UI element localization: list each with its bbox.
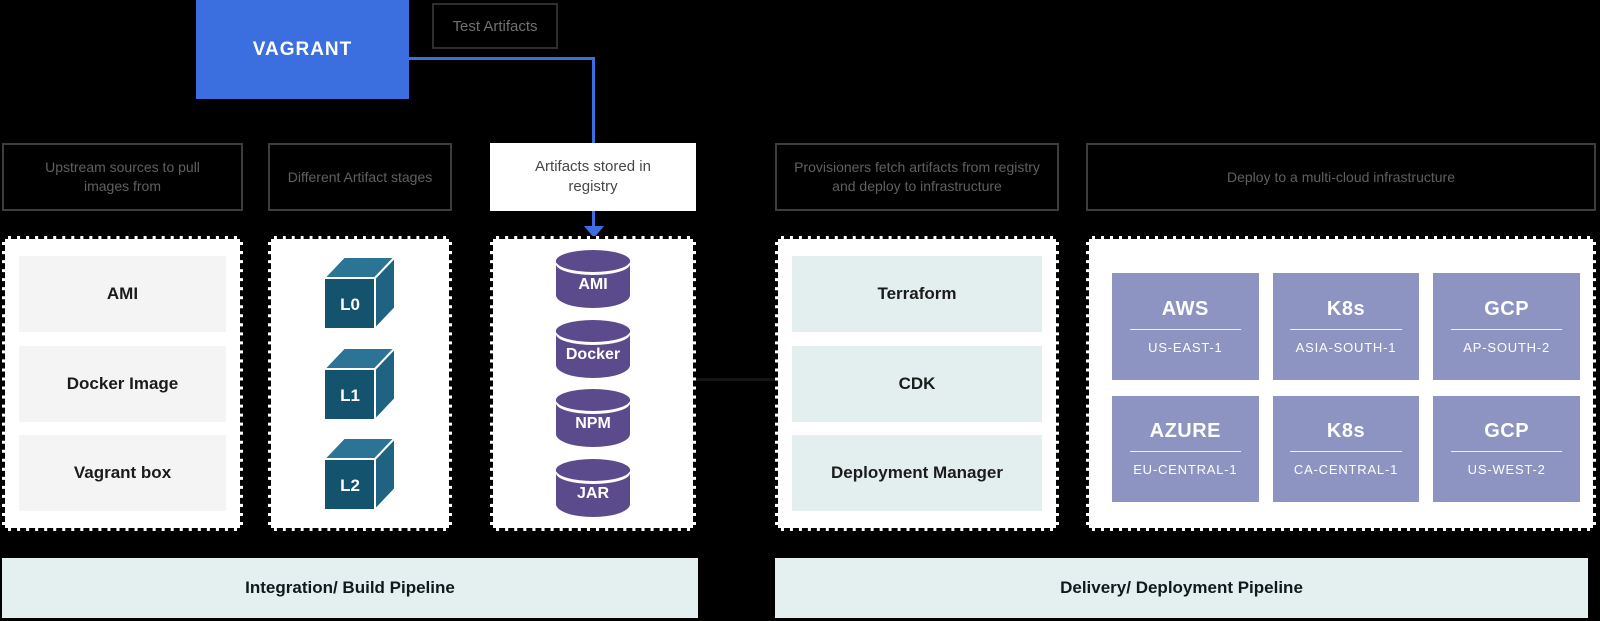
cloud-name: AZURE	[1149, 420, 1222, 443]
cube-l2-icon: L2	[324, 437, 396, 512]
cloud-region: US-EAST-1	[1148, 339, 1223, 355]
label-text: Different Artifact stages	[287, 168, 433, 185]
cloud-region: EU-CENTRAL-1	[1133, 462, 1238, 478]
cloud-name: GCP	[1484, 420, 1530, 443]
provisioner-item-deployment-manager: Deployment Manager	[792, 435, 1042, 511]
upstream-item-ami: AMI	[19, 256, 226, 332]
cube-l0-label: L0	[340, 295, 360, 314]
artifact-stages-box: L0 L1 L2	[268, 236, 452, 531]
connector-vertical-line-2	[592, 211, 595, 226]
provisioner-item-terraform: Terraform	[792, 256, 1042, 332]
cloud-tile-k8s-ca: K8s CA-CENTRAL-1	[1272, 395, 1420, 502]
cube-l0-icon: L0	[324, 255, 396, 330]
cylinder-top	[556, 319, 630, 342]
registry-item-ami: AMI	[578, 276, 608, 294]
multicloud-box: AWS US-EAST-1 K8s ASIA-SOUTH-1 GCP AP-SO…	[1086, 236, 1596, 531]
cube-l1-icon: L1	[324, 346, 396, 421]
upstream-sources-box: AMI Docker Image Vagrant box	[2, 236, 243, 531]
database-cylinder-ami-icon: AMI	[556, 250, 630, 309]
arrow-down-icon	[584, 226, 604, 238]
label-text: Artifacts stored in registry	[535, 157, 651, 195]
database-cylinder-jar-icon: JAR	[556, 458, 630, 517]
label-artifacts-registry: Artifacts stored in registry	[490, 143, 696, 211]
cloud-tile-k8s-asia: K8s ASIA-SOUTH-1	[1272, 273, 1420, 380]
cloud-region: US-WEST-2	[1467, 462, 1546, 478]
pipeline-connector-line	[696, 378, 775, 381]
cylinder-top	[556, 389, 630, 412]
cube-l2-label: L2	[340, 476, 360, 495]
cloud-tile-azure: AZURE EU-CENTRAL-1	[1112, 395, 1259, 502]
provisioner-item-cdk: CDK	[792, 345, 1042, 422]
cloud-name: K8s	[1326, 297, 1366, 320]
registry-item-docker: Docker	[565, 345, 621, 363]
database-cylinder-npm-icon: NPM	[556, 389, 630, 448]
cloud-name: GCP	[1484, 297, 1530, 320]
cloud-name: AWS	[1161, 297, 1209, 320]
cloud-tile-aws: AWS US-EAST-1	[1112, 273, 1259, 380]
tile-divider	[1290, 328, 1402, 330]
registry-item-npm: NPM	[575, 415, 611, 433]
upstream-item-docker-image: Docker Image	[19, 345, 226, 422]
cloud-tile-gcp-us: GCP US-WEST-2	[1433, 395, 1580, 502]
tile-divider	[1290, 451, 1402, 453]
integration-build-pipeline-banner: Integration/ Build Pipeline	[2, 558, 698, 618]
connector-horizontal-line	[409, 57, 595, 60]
cloud-name: K8s	[1326, 420, 1366, 443]
cylinder-top	[556, 458, 630, 481]
tile-divider	[1129, 328, 1242, 330]
upstream-item-vagrant-box: Vagrant box	[19, 435, 226, 511]
label-text: Provisioners fetch artifacts from regist…	[794, 159, 1040, 194]
label-multicloud: Deploy to a multi-cloud infrastructure	[1086, 143, 1596, 211]
cloud-region: ASIA-SOUTH-1	[1295, 339, 1397, 355]
label-upstream-sources: Upstream sources to pull images from	[2, 143, 243, 211]
registry-box: AMI Docker NPM JAR	[490, 236, 696, 531]
vagrant-node: VAGRANT	[196, 0, 409, 99]
cube-l1-label: L1	[340, 386, 360, 405]
label-text: Deploy to a multi-cloud infrastructure	[1227, 168, 1455, 185]
registry-item-jar: JAR	[576, 484, 609, 502]
cloud-region: AP-SOUTH-2	[1463, 339, 1551, 355]
cylinder-top	[556, 250, 630, 273]
delivery-deployment-pipeline-banner: Delivery/ Deployment Pipeline	[775, 558, 1588, 618]
provisioners-box: Terraform CDK Deployment Manager	[775, 236, 1059, 531]
label-artifact-stages: Different Artifact stages	[268, 143, 452, 211]
cloud-tile-gcp-ap: GCP AP-SOUTH-2	[1433, 273, 1580, 380]
label-provisioners: Provisioners fetch artifacts from regist…	[775, 143, 1059, 211]
test-artifacts-label-box: Test Artifacts	[432, 3, 558, 49]
cloud-region: CA-CENTRAL-1	[1293, 462, 1399, 478]
tile-divider	[1450, 451, 1563, 453]
connector-vertical-line	[592, 57, 595, 143]
database-cylinder-docker-icon: Docker	[556, 319, 630, 378]
tile-divider	[1450, 328, 1563, 330]
tile-divider	[1129, 451, 1242, 453]
label-text: Upstream sources to pull images from	[45, 159, 200, 194]
